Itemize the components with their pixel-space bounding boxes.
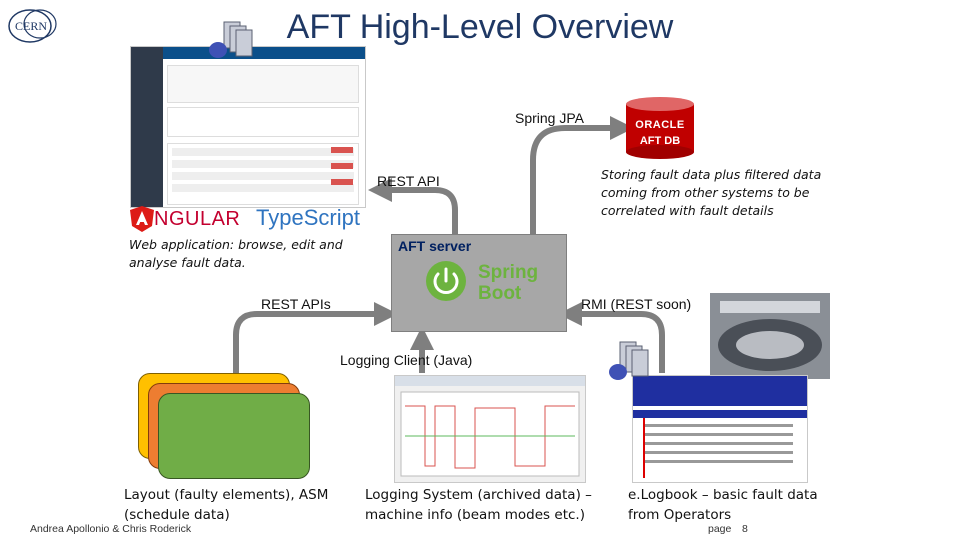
spring-jpa-label: Spring JPA	[515, 110, 584, 126]
cern-logo-text: CERN	[15, 19, 48, 33]
angular-logo	[130, 206, 154, 237]
server-stack-icon	[209, 21, 253, 58]
storing-note: Storing fault data plus filtered data co…	[601, 167, 822, 218]
elogbook-marker	[643, 418, 645, 478]
rest-apis-label: REST APIs	[261, 296, 331, 312]
oracle-label: ORACLE	[635, 119, 685, 131]
footer-author: Andrea Apollonio & Chris Roderick	[30, 523, 192, 535]
slide-title: AFT High-Level Overview	[286, 8, 674, 46]
web-app-sidebar	[131, 47, 163, 207]
logging-toolbar	[395, 376, 585, 386]
rmi-label: RMI (REST soon)	[581, 296, 692, 312]
rest-api-label: REST API	[377, 173, 440, 189]
layout-box-green	[158, 393, 310, 479]
boot-label: Boot	[478, 283, 522, 304]
spring-boot-icon	[426, 261, 466, 301]
web-app-screenshot	[130, 46, 366, 208]
web-app-caption: Web application: browse, edit and analys…	[129, 237, 343, 270]
logging-client-label: Logging Client (Java)	[340, 352, 473, 368]
arrow-elogbook-to-server	[558, 302, 665, 373]
oracle-db-icon	[626, 97, 694, 159]
spring-label: Spring	[478, 262, 539, 283]
control-room-photo	[710, 293, 830, 379]
web-app-panel-2	[167, 107, 359, 137]
web-app-fault-list	[167, 143, 359, 205]
page-label: page	[708, 523, 732, 535]
typescript-label: TypeScript	[256, 205, 360, 230]
elogbook-server-icon	[609, 341, 649, 380]
elogbook-header	[633, 376, 807, 406]
logging-plot	[400, 391, 580, 477]
arrow-server-to-db	[530, 116, 634, 236]
db-label: AFT DB	[639, 135, 681, 147]
elogbook-caption: e.Logbook – basic fault data from Operat…	[628, 487, 818, 523]
arrow-layout-to-server	[233, 302, 398, 373]
elogbook-bar	[633, 410, 807, 418]
page-number: 8	[742, 523, 748, 535]
cern-logo: CERN	[6, 6, 60, 46]
elogbook-entries	[643, 418, 793, 478]
logging-system-screenshot	[394, 375, 586, 483]
arrow-server-to-webapp	[368, 178, 458, 236]
angular-label: NGULAR	[154, 208, 241, 230]
web-app-panel	[167, 65, 359, 103]
elogbook-screenshot	[632, 375, 808, 483]
aft-server-title: AFT server	[398, 238, 472, 254]
web-app-header	[163, 47, 365, 59]
layout-caption: Layout (faulty elements), ASM (schedule …	[124, 487, 329, 523]
logging-caption: Logging System (archived data) – machine…	[365, 487, 592, 523]
web-app-status-badges	[331, 147, 353, 197]
aft-server-box: AFT server Spring Boot	[391, 234, 567, 332]
